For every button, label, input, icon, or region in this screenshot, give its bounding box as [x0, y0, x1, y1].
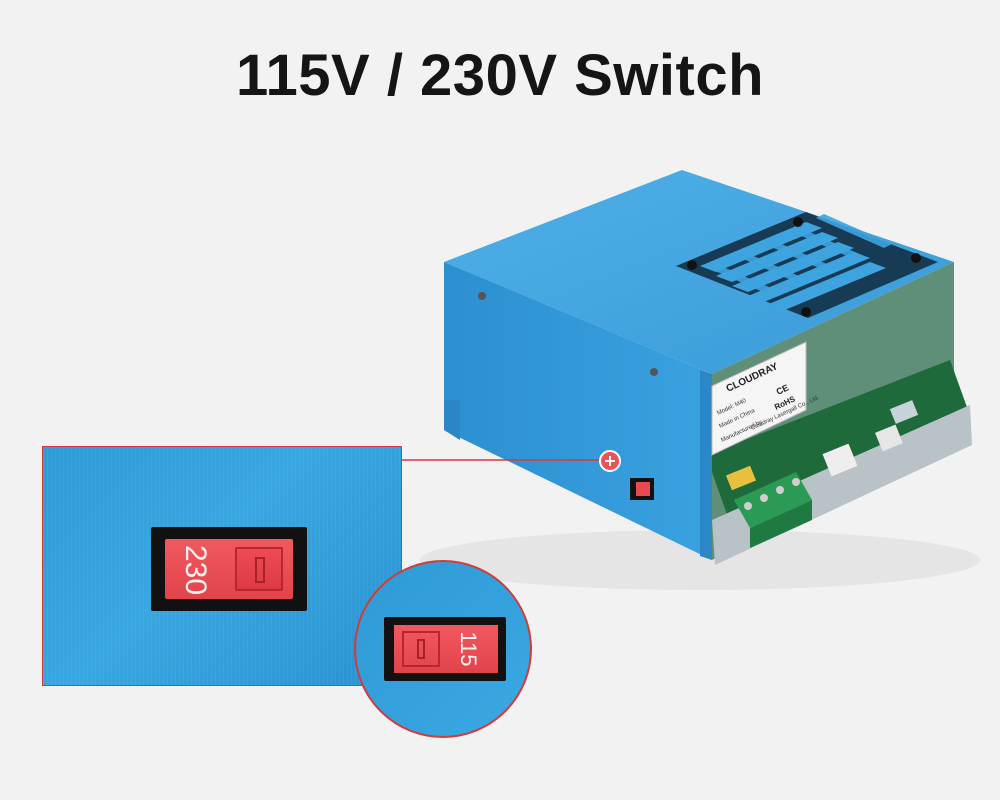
switch-label-115: 115	[456, 631, 481, 667]
rocker-slot	[402, 631, 440, 667]
terminal-block	[734, 472, 812, 548]
switch-cutout: 115	[384, 617, 506, 681]
fan-grille	[676, 212, 938, 318]
page-title: 115V / 230V Switch	[235, 43, 765, 108]
rocker-switch-115: 115	[394, 625, 498, 673]
rocker-switch-230: 230	[165, 539, 293, 599]
zoom-115-inset: 115	[354, 560, 532, 738]
switch-label-230: 230	[179, 544, 212, 596]
switch-cutout: 230	[151, 527, 307, 611]
rocker-slot	[235, 547, 283, 591]
plus-circle-icon	[599, 450, 621, 472]
zoom-230-inset: 230	[42, 446, 402, 686]
ce-mark: CE	[775, 382, 791, 396]
